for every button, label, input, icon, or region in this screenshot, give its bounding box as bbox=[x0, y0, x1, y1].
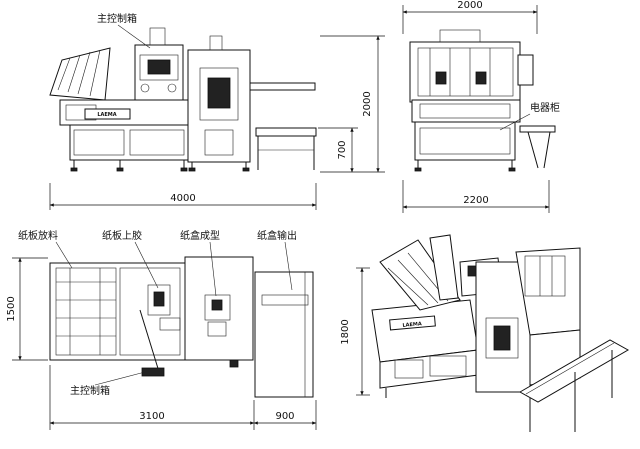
top-dim-output-length: 900 bbox=[253, 400, 317, 430]
front-dim-length: 4000 bbox=[49, 183, 317, 210]
iso-brand-mark: LAEMA bbox=[402, 321, 422, 329]
front-control-box-label: 主控制箱 bbox=[97, 12, 137, 25]
side-dim-top-width: 2000 bbox=[402, 0, 538, 34]
front-dim-length-text: 4000 bbox=[170, 193, 195, 204]
top-dim-width-text: 1500 bbox=[6, 296, 17, 321]
top-box-forming-label: 纸盒成型 bbox=[180, 229, 220, 242]
iso-dim-height: 1800 bbox=[340, 267, 370, 396]
side-view bbox=[409, 29, 556, 172]
iso-view: LAEMA bbox=[371, 234, 630, 432]
side-dim-top-width-text: 2000 bbox=[457, 0, 482, 11]
top-dim-main-length: 3100 bbox=[49, 365, 255, 430]
front-brand-mark: LAEMA bbox=[97, 112, 116, 118]
iso-dim-height-text: 1800 bbox=[340, 319, 351, 344]
top-dim-width: 1500 bbox=[6, 257, 48, 361]
top-board-glue-label: 纸板上胶 bbox=[102, 229, 142, 242]
front-view: LAEMA bbox=[49, 27, 317, 172]
front-label-control-box: 主控制箱 bbox=[97, 12, 151, 49]
top-labels: 纸板放料 纸板上胶 纸盒成型 纸盒输出 主控制箱 bbox=[18, 229, 297, 397]
front-dim-total-height: 2000 bbox=[320, 35, 385, 173]
side-dim-bottom-width: 2200 bbox=[402, 180, 550, 213]
top-dim-output-length-text: 900 bbox=[275, 411, 294, 422]
top-dim-main-length-text: 3100 bbox=[139, 411, 164, 422]
front-dim-conveyor-height: 700 bbox=[318, 127, 358, 173]
top-view bbox=[49, 256, 314, 398]
side-label-electric-cabinet: 电器柜 bbox=[499, 101, 560, 131]
front-dim-total-height-text: 2000 bbox=[362, 91, 373, 116]
front-dim-conveyor-height-text: 700 bbox=[337, 140, 348, 159]
side-electric-cabinet-label: 电器柜 bbox=[530, 101, 560, 114]
top-control-box-label: 主控制箱 bbox=[70, 384, 110, 397]
top-board-feed-label: 纸板放料 bbox=[18, 229, 58, 242]
top-box-output-label: 纸盒输出 bbox=[257, 229, 297, 242]
side-dim-bottom-width-text: 2200 bbox=[463, 195, 488, 206]
